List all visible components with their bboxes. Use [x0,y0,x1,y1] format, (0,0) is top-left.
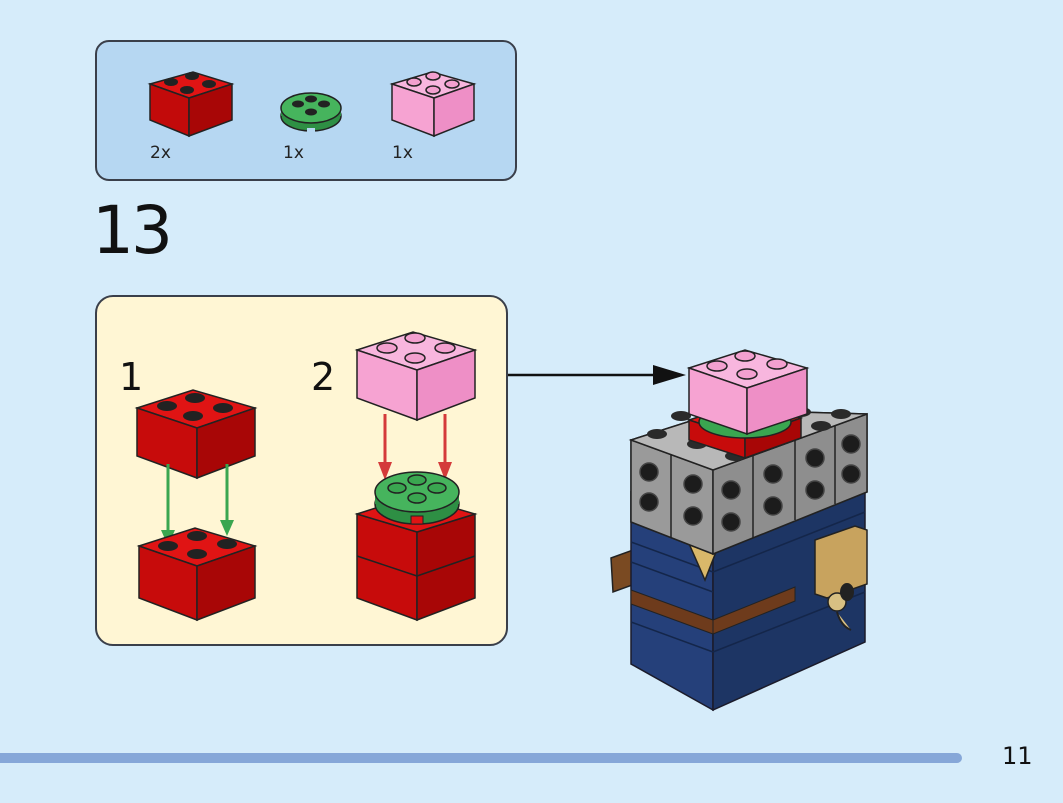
red-brick-part-icon [147,71,235,138]
substep-2-illustration [354,331,478,622]
pink-brick-part-icon [389,71,477,138]
brickheadz-model-illustration [610,349,868,712]
green-round-plate-part-icon [280,92,342,134]
part-quantity: 1x [392,143,413,163]
substep-1-illustration [134,389,258,622]
substep-number: 1 [119,355,144,399]
callout-arrow [508,365,686,385]
substep-number: 2 [311,355,336,399]
page-progress-bar [0,753,962,763]
part-quantity: 1x [283,143,304,163]
step-number: 13 [92,192,173,269]
part-quantity: 2x [150,143,171,163]
page-number: 11 [1002,742,1033,770]
